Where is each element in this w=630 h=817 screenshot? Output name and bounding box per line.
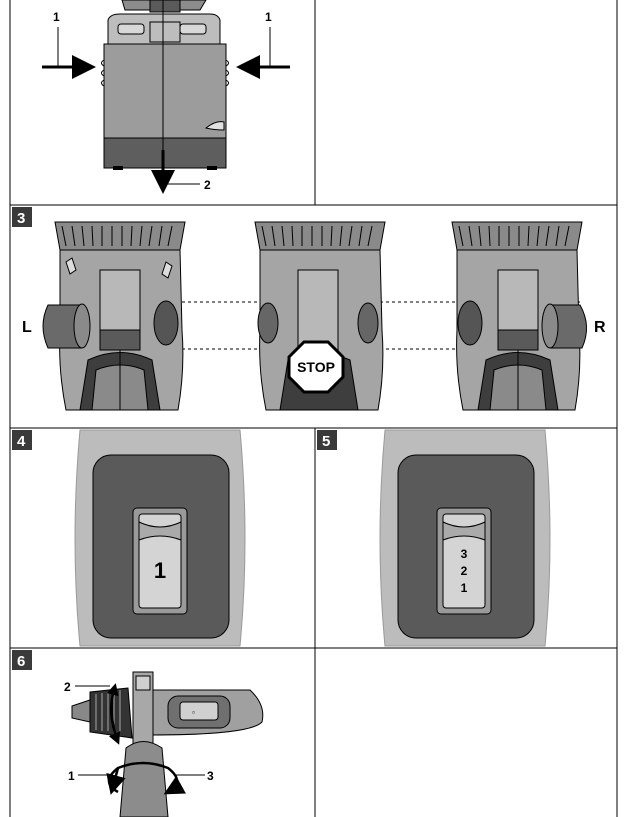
panel-number-4: 4: [17, 433, 26, 450]
drill-view-center: STOP: [254, 221, 386, 411]
grid-frame: [9, 0, 618, 817]
label-r: R: [594, 319, 606, 336]
drill-view-right: [451, 221, 587, 411]
stop-sign-icon: [287, 340, 345, 394]
switch-glyph: ▫: [192, 708, 195, 717]
callout-3: 3: [207, 769, 214, 783]
callout-2-bottom: 2: [204, 178, 211, 192]
panel-number-5: 5: [322, 433, 330, 450]
gear-number: 1: [154, 558, 166, 583]
figure-3-direction-switch: 3 STO: [12, 207, 606, 411]
figure-5-gear-selector: 3 2 1 5: [317, 429, 551, 647]
figure-6-chuck-rotation: 6 ▫ 2 1 3: [12, 650, 264, 817]
gear-number-1: 1: [461, 581, 468, 595]
callout-1-left: 1: [53, 10, 60, 24]
callout-1-right: 1: [265, 10, 272, 24]
drill-view-left: [42, 221, 186, 411]
gear-number-3: 3: [461, 547, 468, 561]
panel-number-6: 6: [17, 653, 25, 670]
callout-1: 1: [68, 769, 75, 783]
panel-number-3: 3: [17, 210, 25, 227]
callout-2: 2: [64, 680, 71, 694]
gear-number-2: 2: [461, 564, 468, 578]
label-l: L: [22, 319, 32, 336]
figure-1-battery-removal: 1 1 2: [42, 0, 290, 194]
figure-4-gear-selector: 1 4: [12, 429, 246, 647]
stop-label: STOP: [297, 359, 335, 375]
